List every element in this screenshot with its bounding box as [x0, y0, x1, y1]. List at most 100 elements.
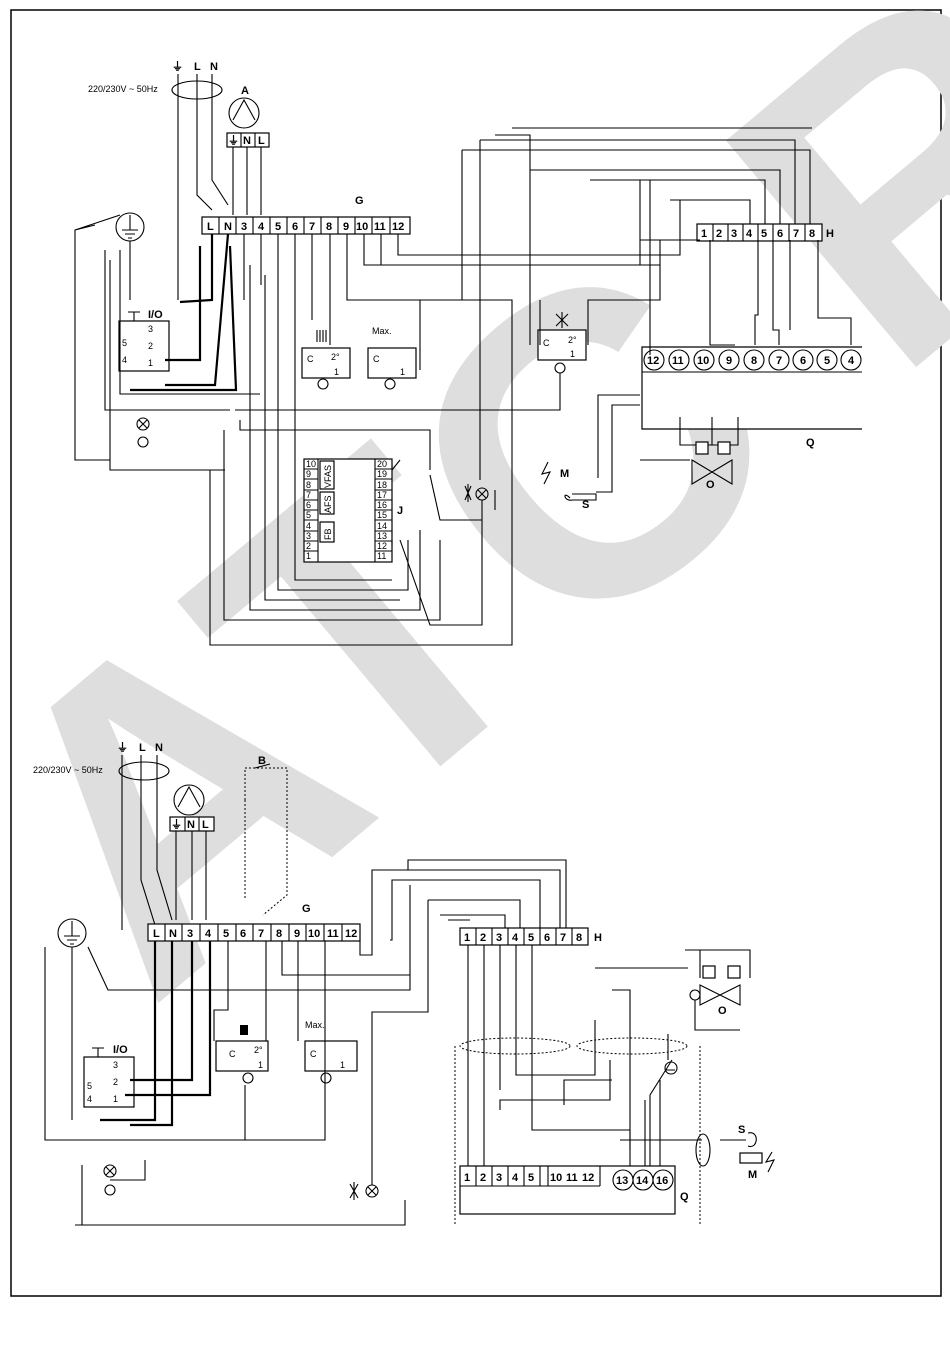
bottom-flame-icon: [349, 1182, 359, 1200]
bottom-max-label: Max.: [305, 1020, 325, 1030]
top-q-unit: 12 11 10 9 8 7 6 5 4: [641, 346, 862, 430]
svg-text:7: 7: [258, 928, 264, 940]
bottom-thermostat[interactable]: C 2° 1: [215, 1040, 269, 1072]
top-j-label: J: [397, 505, 403, 517]
svg-text:11: 11: [672, 355, 684, 367]
svg-text:2: 2: [148, 341, 153, 351]
svg-text:5: 5: [122, 338, 127, 348]
svg-text:6: 6: [800, 355, 806, 367]
svg-text:18: 18: [377, 480, 387, 490]
top-switch[interactable]: 3 2 5 4 1: [118, 311, 170, 372]
svg-text:4: 4: [122, 355, 127, 365]
top-spark-icon: [540, 461, 552, 485]
svg-text:7: 7: [560, 932, 566, 944]
svg-text:2: 2: [716, 228, 722, 240]
svg-text:9: 9: [343, 221, 349, 233]
svg-text:N: N: [187, 819, 195, 831]
svg-text:6: 6: [306, 500, 311, 510]
svg-text:16: 16: [377, 500, 387, 510]
bottom-b-label: B: [258, 755, 266, 767]
top-pump-terminals: ⏚ N L: [226, 132, 270, 148]
svg-text:4: 4: [205, 928, 212, 940]
bottom-live-label: L: [139, 742, 146, 754]
svg-text:C: C: [310, 1049, 317, 1059]
top-lamp-icon: [136, 417, 150, 431]
svg-text:5: 5: [824, 355, 830, 367]
svg-text:10: 10: [308, 928, 320, 940]
page-frame: [10, 9, 942, 1297]
svg-text:13: 13: [616, 1175, 628, 1187]
svg-text:4: 4: [87, 1094, 92, 1104]
svg-text:3: 3: [148, 324, 153, 334]
bottom-gas-valve-icon: [685, 949, 751, 1031]
top-thermostat-icon: [316, 330, 327, 342]
svg-text:11: 11: [374, 221, 386, 233]
bottom-sensor-icon: [720, 1132, 757, 1148]
top-s-label: S: [582, 499, 589, 511]
top-fan-switch[interactable]: C 2° 1: [537, 329, 587, 361]
svg-text:3: 3: [731, 228, 737, 240]
svg-text:4: 4: [512, 1172, 519, 1184]
bottom-switch[interactable]: 3 2 5 4 1: [83, 1047, 135, 1108]
svg-text:2°: 2°: [568, 335, 577, 345]
bottom-neutral-label: N: [155, 742, 163, 754]
watermark: ATC ROC: [0, 0, 950, 1080]
bottom-spark-icon: [764, 1151, 776, 1173]
top-block-label: G: [355, 195, 364, 207]
svg-text:15: 15: [377, 510, 387, 520]
svg-text:10: 10: [550, 1172, 562, 1184]
svg-text:⏚: ⏚: [171, 818, 182, 831]
top-m-label: M: [560, 468, 569, 480]
top-max-label: Max.: [372, 326, 392, 336]
svg-text:AFS: AFS: [323, 495, 333, 513]
svg-text:3: 3: [306, 531, 311, 541]
top-sensor-icon: [564, 493, 597, 501]
svg-text:8: 8: [751, 355, 757, 367]
top-switch-label: I/O: [148, 309, 163, 321]
top-max-thermostat[interactable]: C 1: [367, 347, 417, 379]
bottom-h-label: H: [594, 932, 602, 944]
svg-text:6: 6: [544, 932, 550, 944]
svg-text:1: 1: [464, 1172, 470, 1184]
svg-text:5: 5: [761, 228, 767, 240]
top-neutral-label: N: [210, 61, 218, 73]
top-fan-icon: [555, 312, 569, 328]
svg-text:17: 17: [377, 490, 387, 500]
top-flame-icon: [464, 484, 472, 502]
svg-text:8: 8: [276, 928, 282, 940]
svg-text:12: 12: [377, 541, 387, 551]
svg-text:14: 14: [377, 521, 387, 531]
svg-text:5: 5: [306, 510, 311, 520]
svg-text:6: 6: [240, 928, 246, 940]
svg-text:8: 8: [576, 932, 582, 944]
svg-text:1: 1: [258, 1060, 263, 1070]
top-earth-symbol: ⏚: [172, 60, 183, 73]
svg-text:11: 11: [327, 928, 339, 940]
top-terminal-block: L N 3 4 5 6 7 8 9 10 11 12: [201, 216, 411, 235]
svg-text:⏚: ⏚: [228, 134, 239, 147]
svg-text:9: 9: [726, 355, 732, 367]
top-live-label: L: [194, 61, 201, 73]
bottom-switch-label: I/O: [113, 1044, 128, 1056]
svg-text:13: 13: [377, 531, 387, 541]
bottom-o-label: O: [718, 1005, 727, 1017]
bottom-thermostat-icon: [240, 1025, 248, 1035]
svg-text:12: 12: [345, 928, 357, 940]
svg-text:10: 10: [356, 221, 368, 233]
top-thermostat[interactable]: C 2° 1: [301, 347, 351, 379]
bottom-max-thermostat[interactable]: C 1: [304, 1040, 358, 1072]
svg-text:12: 12: [647, 355, 659, 367]
svg-text:5: 5: [223, 928, 229, 940]
svg-text:1: 1: [306, 551, 311, 561]
svg-text:C: C: [307, 354, 314, 364]
svg-text:6: 6: [777, 228, 783, 240]
bottom-lamp-icon: [103, 1164, 117, 1178]
svg-text:N: N: [169, 928, 177, 940]
svg-text:L: L: [207, 221, 214, 233]
top-gas-valve-icon: [640, 417, 739, 485]
svg-text:C: C: [543, 338, 550, 348]
bottom-diagram: ⏚ L N 220/230V ~ 50Hz B ⏚ N L G L N 3: [33, 741, 776, 1226]
svg-text:1: 1: [334, 367, 339, 377]
bottom-s-label: S: [738, 1124, 745, 1136]
svg-text:8: 8: [809, 228, 815, 240]
